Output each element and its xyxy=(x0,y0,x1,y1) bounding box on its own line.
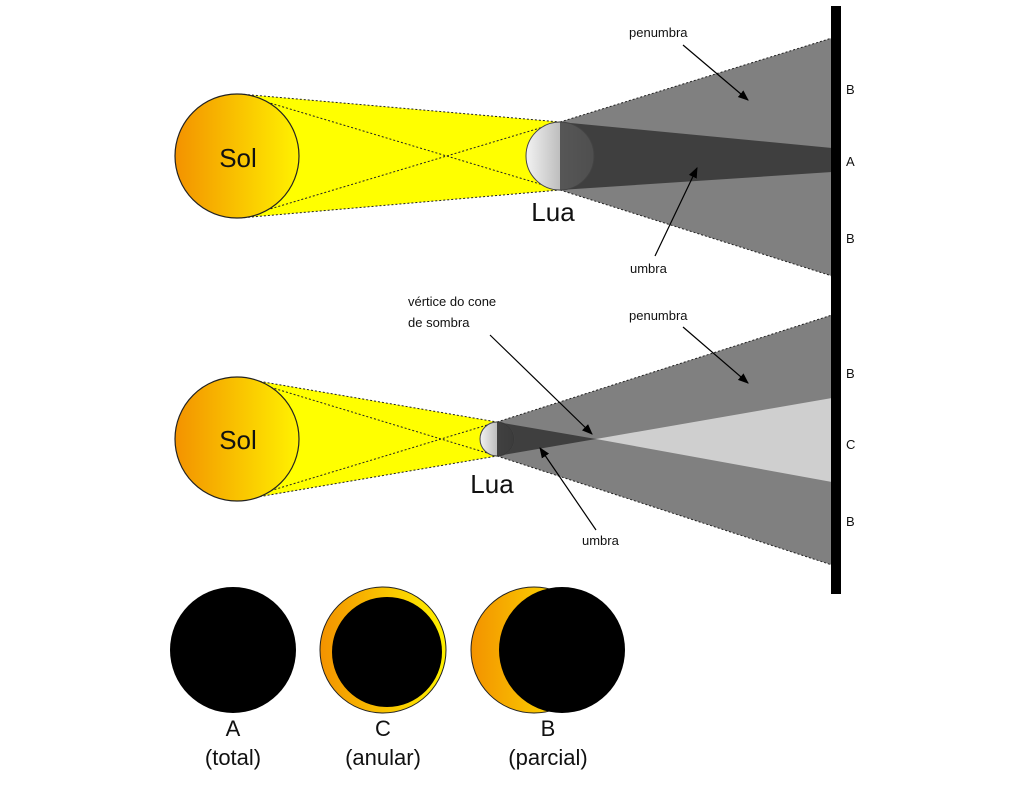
umbra-label: umbra xyxy=(630,261,668,276)
eclipse-disc-partial xyxy=(499,587,625,713)
screen-label-upper: B xyxy=(846,82,855,97)
moon-shadow-side xyxy=(497,422,514,456)
moon-shadow-side xyxy=(560,122,594,190)
vertex-arrow xyxy=(489,334,593,435)
screen-label-center: A xyxy=(846,154,855,169)
screen-label-center: C xyxy=(846,437,855,452)
ray-lines xyxy=(239,314,833,566)
eclipse-disc-annular xyxy=(332,597,442,707)
total-eclipse-geometry xyxy=(174,37,833,277)
umbra-region xyxy=(497,422,596,456)
type-letter-partial: B xyxy=(541,716,556,741)
sun xyxy=(174,376,300,502)
umbra-region xyxy=(560,122,832,190)
eclipse-disc-total xyxy=(170,587,296,713)
umbra-arrow xyxy=(654,167,698,257)
moon-label: Lua xyxy=(470,469,514,499)
sun-label: Sol xyxy=(219,425,257,455)
penumbra-label: penumbra xyxy=(629,308,688,323)
vertex-label-line1: vértice do cone xyxy=(408,294,496,309)
penumbra-arrow xyxy=(682,326,749,384)
umbra-arrow xyxy=(539,447,597,531)
light-beam xyxy=(240,378,497,500)
screen-label-lower: B xyxy=(846,514,855,529)
eclipse-type-total xyxy=(170,587,296,713)
screen-bar xyxy=(831,6,841,594)
umbra-label: umbra xyxy=(582,533,620,548)
sun-label: Sol xyxy=(219,143,257,173)
eclipse-type-annular xyxy=(319,586,447,714)
screen-label-lower: B xyxy=(846,231,855,246)
eclipse-type-partial xyxy=(470,586,625,714)
type-name-partial: (parcial) xyxy=(508,745,587,770)
ray-lines xyxy=(239,37,833,277)
sun xyxy=(174,93,300,219)
type-letter-total: A xyxy=(226,716,241,741)
light-beam xyxy=(240,94,560,218)
type-name-annular: (anular) xyxy=(345,745,421,770)
penumbra-label: penumbra xyxy=(629,25,688,40)
moon-label: Lua xyxy=(531,197,575,227)
penumbra-arrow xyxy=(682,44,749,101)
antumbra-region xyxy=(596,398,832,482)
type-name-total: (total) xyxy=(205,745,261,770)
annular-eclipse-geometry xyxy=(174,314,833,566)
screen-label-upper: B xyxy=(846,366,855,381)
type-letter-annular: C xyxy=(375,716,391,741)
vertex-label-line2: de sombra xyxy=(408,315,470,330)
